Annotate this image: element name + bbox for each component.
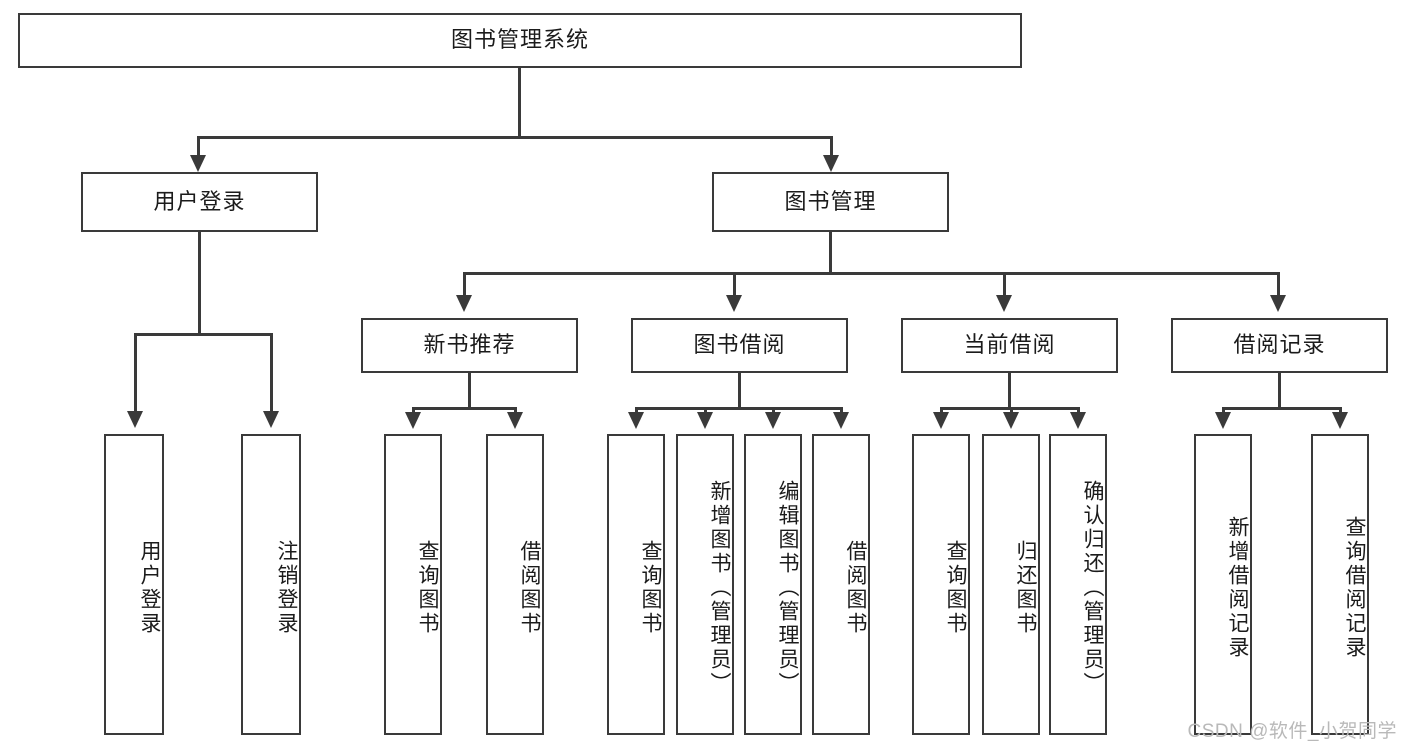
connector-book-management-stem <box>829 232 832 274</box>
arrowhead-bb-branch-2 <box>697 412 713 429</box>
node-borrow-record[interactable]: 借阅记录 <box>1171 318 1388 373</box>
connector-nbr-stem <box>468 373 471 409</box>
arrowhead-bb-branch-4 <box>833 412 849 429</box>
arrowhead-bb-branch-3 <box>765 412 781 429</box>
node-new-book-recommend[interactable]: 新书推荐 <box>361 318 578 373</box>
leaf-borrow-book-1[interactable]: 借阅图书 <box>486 434 544 735</box>
arrowhead-bm-branch-1 <box>456 295 472 312</box>
node-label: 查询图书 <box>416 539 439 636</box>
arrowhead-root-to-book-management <box>823 155 839 172</box>
connector-bm-branch-2 <box>733 272 736 300</box>
arrowhead-cb-branch-1 <box>933 412 949 429</box>
node-label: 当前借阅 <box>963 332 1056 358</box>
connector-bm-branch-3 <box>1003 272 1006 300</box>
connector-nbr-bus <box>412 407 517 410</box>
connector-bm-branch-4 <box>1277 272 1280 300</box>
leaf-logout-login[interactable]: 注销登录 <box>241 434 301 735</box>
arrowhead-bm-branch-4 <box>1270 295 1286 312</box>
arrowhead-cb-branch-3 <box>1070 412 1086 429</box>
connector-root-to-user-login <box>197 136 200 160</box>
node-label: 新增借阅记录 <box>1226 515 1249 660</box>
arrowhead-bm-branch-2 <box>726 295 742 312</box>
csdn-watermark: CSDN @软件_小贺同学 <box>1187 721 1397 742</box>
connector-root-bus <box>197 136 833 139</box>
node-label: 借阅图书 <box>518 539 541 636</box>
arrowhead-root-to-user-login <box>190 155 206 172</box>
node-user-login[interactable]: 用户登录 <box>81 172 318 232</box>
connector-root-to-book-management <box>830 136 833 160</box>
node-label: 确认归还（管理员） <box>1081 479 1104 696</box>
connector-root-stem <box>518 68 521 137</box>
leaf-return-book[interactable]: 归还图书 <box>982 434 1040 735</box>
node-book-management[interactable]: 图书管理 <box>712 172 949 232</box>
connector-br-stem <box>1278 373 1281 409</box>
connector-user-login-stem <box>198 232 201 334</box>
node-book-management-system[interactable]: 图书管理系统 <box>18 13 1022 68</box>
node-label: 图书借阅 <box>693 332 786 358</box>
connector-bm-branch-1 <box>463 272 466 300</box>
arrowhead-br-branch-2 <box>1332 412 1348 429</box>
node-label: 图书管理 <box>784 188 877 214</box>
node-label: 编辑图书（管理员） <box>776 479 799 696</box>
node-label: 注销登录 <box>275 539 298 636</box>
arrowhead-user-login-branch-1 <box>127 411 143 428</box>
node-label: 查询图书 <box>944 539 967 636</box>
connector-user-login-bus <box>134 333 273 336</box>
connector-bb-stem <box>738 373 741 409</box>
arrowhead-cb-branch-2 <box>1003 412 1019 429</box>
leaf-user-login[interactable]: 用户登录 <box>104 434 164 735</box>
arrowhead-nbr-branch-1 <box>405 412 421 429</box>
node-label: 借阅记录 <box>1233 332 1326 358</box>
node-book-borrow[interactable]: 图书借阅 <box>631 318 848 373</box>
node-label: 借阅图书 <box>844 539 867 636</box>
leaf-borrow-book-2[interactable]: 借阅图书 <box>812 434 870 735</box>
node-label: 新增图书（管理员） <box>708 479 731 696</box>
node-label: 查询图书 <box>639 539 662 636</box>
leaf-query-book-2[interactable]: 查询图书 <box>607 434 665 735</box>
connector-br-bus <box>1222 407 1342 410</box>
connector-cb-stem <box>1008 373 1011 409</box>
node-label: 归还图书 <box>1014 539 1037 636</box>
leaf-add-record[interactable]: 新增借阅记录 <box>1194 434 1252 735</box>
arrowhead-nbr-branch-2 <box>507 412 523 429</box>
connector-user-login-branch-1 <box>134 333 137 416</box>
node-label: 查询借阅记录 <box>1343 515 1366 660</box>
leaf-query-book-1[interactable]: 查询图书 <box>384 434 442 735</box>
connector-user-login-branch-2 <box>270 333 273 416</box>
node-current-borrow[interactable]: 当前借阅 <box>901 318 1118 373</box>
leaf-edit-book[interactable]: 编辑图书（管理员） <box>744 434 802 735</box>
arrowhead-br-branch-1 <box>1215 412 1231 429</box>
arrowhead-bb-branch-1 <box>628 412 644 429</box>
node-label: 新书推荐 <box>423 332 516 358</box>
connector-book-management-bus <box>463 272 1280 275</box>
node-label: 图书管理系统 <box>450 27 589 53</box>
node-label: 用户登录 <box>153 188 246 214</box>
leaf-add-book[interactable]: 新增图书（管理员） <box>676 434 734 735</box>
leaf-confirm-return[interactable]: 确认归还（管理员） <box>1049 434 1107 735</box>
arrowhead-bm-branch-3 <box>996 295 1012 312</box>
leaf-query-record[interactable]: 查询借阅记录 <box>1311 434 1369 735</box>
connector-bb-bus <box>635 407 843 410</box>
node-label: 用户登录 <box>138 539 161 636</box>
arrowhead-user-login-branch-2 <box>263 411 279 428</box>
leaf-query-book-3[interactable]: 查询图书 <box>912 434 970 735</box>
